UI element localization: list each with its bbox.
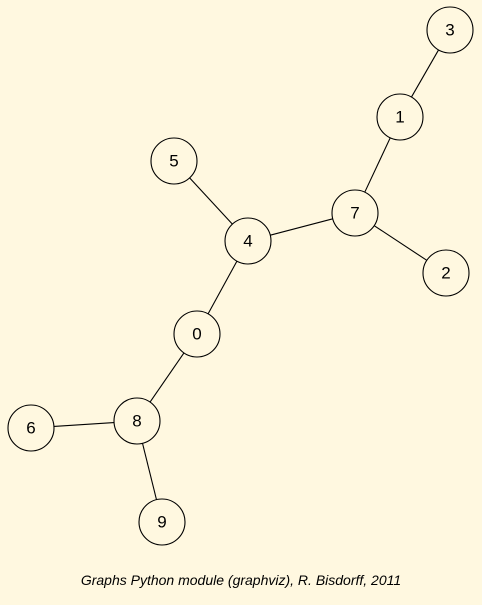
node-2: 2: [422, 249, 470, 297]
node-circle: [376, 93, 424, 141]
edge-7-4: [270, 218, 333, 236]
node-1: 1: [376, 93, 424, 141]
node-0: 0: [173, 310, 221, 358]
node-circle: [173, 310, 221, 358]
node-label: 1: [395, 108, 404, 127]
node-label: 3: [445, 21, 454, 40]
node-label: 2: [441, 264, 450, 283]
node-label: 5: [169, 152, 178, 171]
node-circle: [422, 249, 470, 297]
node-circle: [150, 137, 198, 185]
node-label: 7: [350, 204, 359, 223]
node-5: 5: [150, 137, 198, 185]
node-4: 4: [224, 217, 272, 265]
edge-8-9: [141, 443, 158, 500]
node-3: 3: [426, 6, 474, 54]
edge-0-8: [149, 352, 185, 403]
edges-layer: [53, 49, 440, 500]
edge-5-4: [189, 177, 233, 225]
edge-7-2: [373, 225, 428, 261]
node-8: 8: [113, 397, 161, 445]
node-circle: [7, 404, 55, 452]
node-circle: [224, 217, 272, 265]
diagram-caption: Graphs Python module (graphviz), R. Bisd…: [80, 572, 402, 588]
node-label: 9: [157, 513, 166, 532]
node-circle: [113, 397, 161, 445]
node-circle: [426, 6, 474, 54]
node-circle: [138, 498, 186, 546]
node-label: 8: [132, 412, 141, 431]
node-circle: [331, 189, 379, 237]
node-7: 7: [331, 189, 379, 237]
node-label: 4: [243, 232, 252, 251]
node-label: 6: [26, 419, 35, 438]
node-6: 6: [7, 404, 55, 452]
edge-8-6: [53, 421, 115, 428]
edge-1-7: [364, 137, 391, 193]
edge-3-1: [410, 49, 440, 98]
node-9: 9: [138, 498, 186, 546]
nodes-layer: 3 1 5 7 4 2 0 6 8 9: [7, 6, 474, 546]
node-label: 0: [192, 325, 201, 344]
edge-4-0: [207, 260, 238, 315]
